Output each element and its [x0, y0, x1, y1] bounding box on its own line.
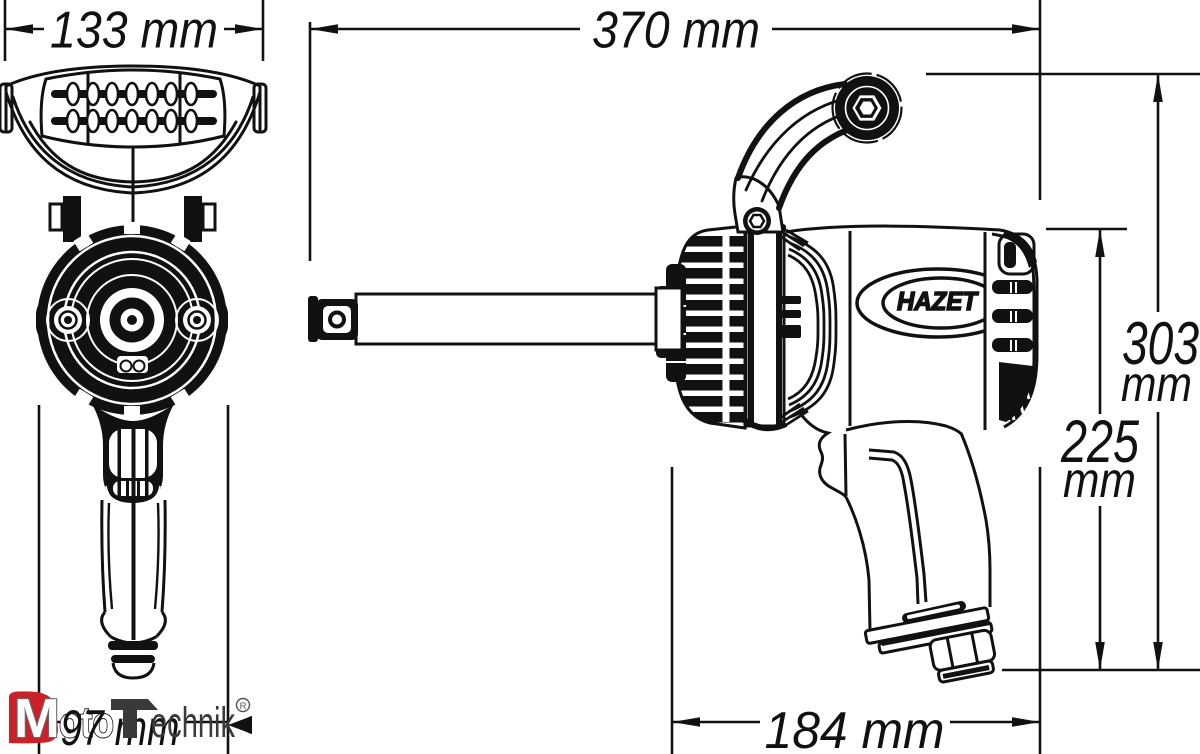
- svg-text:370 mm: 370 mm: [592, 2, 760, 60]
- svg-text:303: 303: [1122, 310, 1199, 377]
- svg-text:mm: mm: [1121, 356, 1192, 412]
- svg-text:echnik: echnik: [151, 699, 235, 747]
- svg-text:oto: oto: [59, 699, 114, 747]
- svg-text:R: R: [240, 701, 247, 712]
- svg-text:184 mm: 184 mm: [765, 702, 945, 754]
- svg-text:mm: mm: [1063, 452, 1136, 508]
- svg-text:HAZET: HAZET: [897, 286, 979, 316]
- svg-text:225: 225: [1060, 408, 1139, 475]
- svg-text:133 mm: 133 mm: [50, 2, 218, 60]
- svg-text:M: M: [14, 687, 60, 749]
